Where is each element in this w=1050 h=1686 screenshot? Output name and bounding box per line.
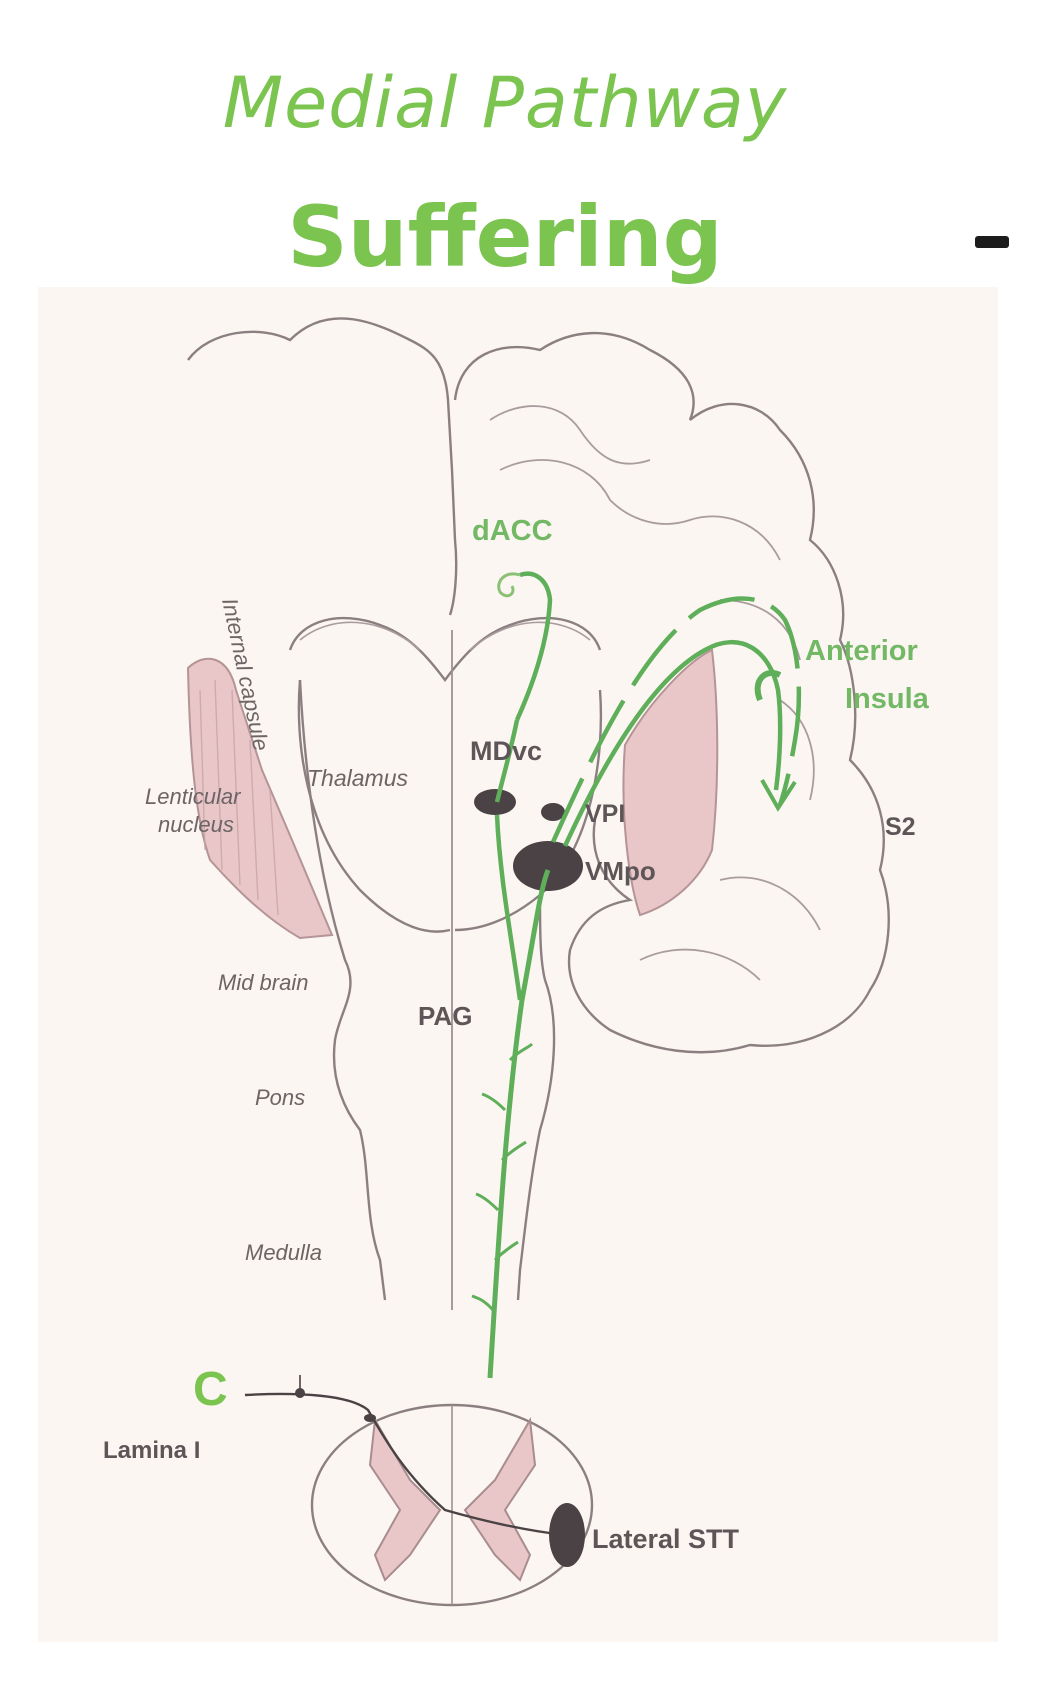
c-fiber-afferent — [244, 1392, 566, 1537]
thalamus-outline — [297, 679, 451, 933]
vmpo-nucleus — [513, 841, 583, 891]
lateral-stt-tract — [549, 1503, 585, 1567]
label-vmpo: VMpo — [585, 856, 656, 886]
pathway-ascending-trunk — [487, 869, 551, 1379]
pathway-to-anterior-insula-inner — [562, 639, 783, 847]
label-lamina-i: Lamina I — [103, 1437, 200, 1464]
label-medulla: Medulla — [245, 1240, 322, 1265]
label-mid-brain: Mid brain — [218, 970, 308, 995]
label-anterior-insula-1: Anterior — [805, 635, 918, 667]
lenticular-nucleus-shape — [186, 657, 334, 940]
pathway-to-anterior-insula-outer — [550, 596, 802, 843]
label-lenticular-2: nucleus — [158, 812, 234, 837]
brainstem-left-outline — [298, 679, 387, 1301]
pag-collaterals — [471, 1042, 534, 1312]
label-pag: PAG — [418, 1001, 472, 1031]
right-hemisphere-outline — [453, 331, 890, 1054]
label-pons: Pons — [255, 1085, 305, 1110]
label-anterior-insula-2: Insula — [845, 683, 930, 715]
pathway-to-dacc — [494, 571, 553, 1001]
label-dacc: dACC — [472, 515, 553, 547]
page-title: Medial Pathway — [222, 62, 788, 144]
insular-cortex-shape — [622, 648, 719, 917]
label-s2: S2 — [885, 813, 916, 841]
page-subtitle: Suffering — [287, 188, 723, 286]
dacc-curl-icon — [497, 572, 521, 598]
label-mdvc: MDvc — [470, 736, 542, 766]
label-lenticular-1: Lenticular — [145, 784, 242, 809]
left-hemisphere-outline — [187, 317, 458, 616]
gyri-lines — [489, 405, 821, 981]
brainstem-right-outline — [516, 894, 556, 1301]
label-vpi: VPI — [585, 800, 625, 828]
insula-arrowhead-icon — [760, 779, 797, 812]
label-c-fiber: C — [193, 1363, 228, 1416]
vpi-nucleus — [541, 803, 565, 821]
mdvc-nucleus — [474, 789, 516, 815]
corpus-callosum — [288, 617, 602, 682]
spinal-grey-matter — [368, 1416, 442, 1582]
label-lateral-stt: Lateral STT — [592, 1524, 740, 1554]
minus-dash-icon — [975, 236, 1009, 248]
label-thalamus: Thalamus — [307, 765, 408, 791]
